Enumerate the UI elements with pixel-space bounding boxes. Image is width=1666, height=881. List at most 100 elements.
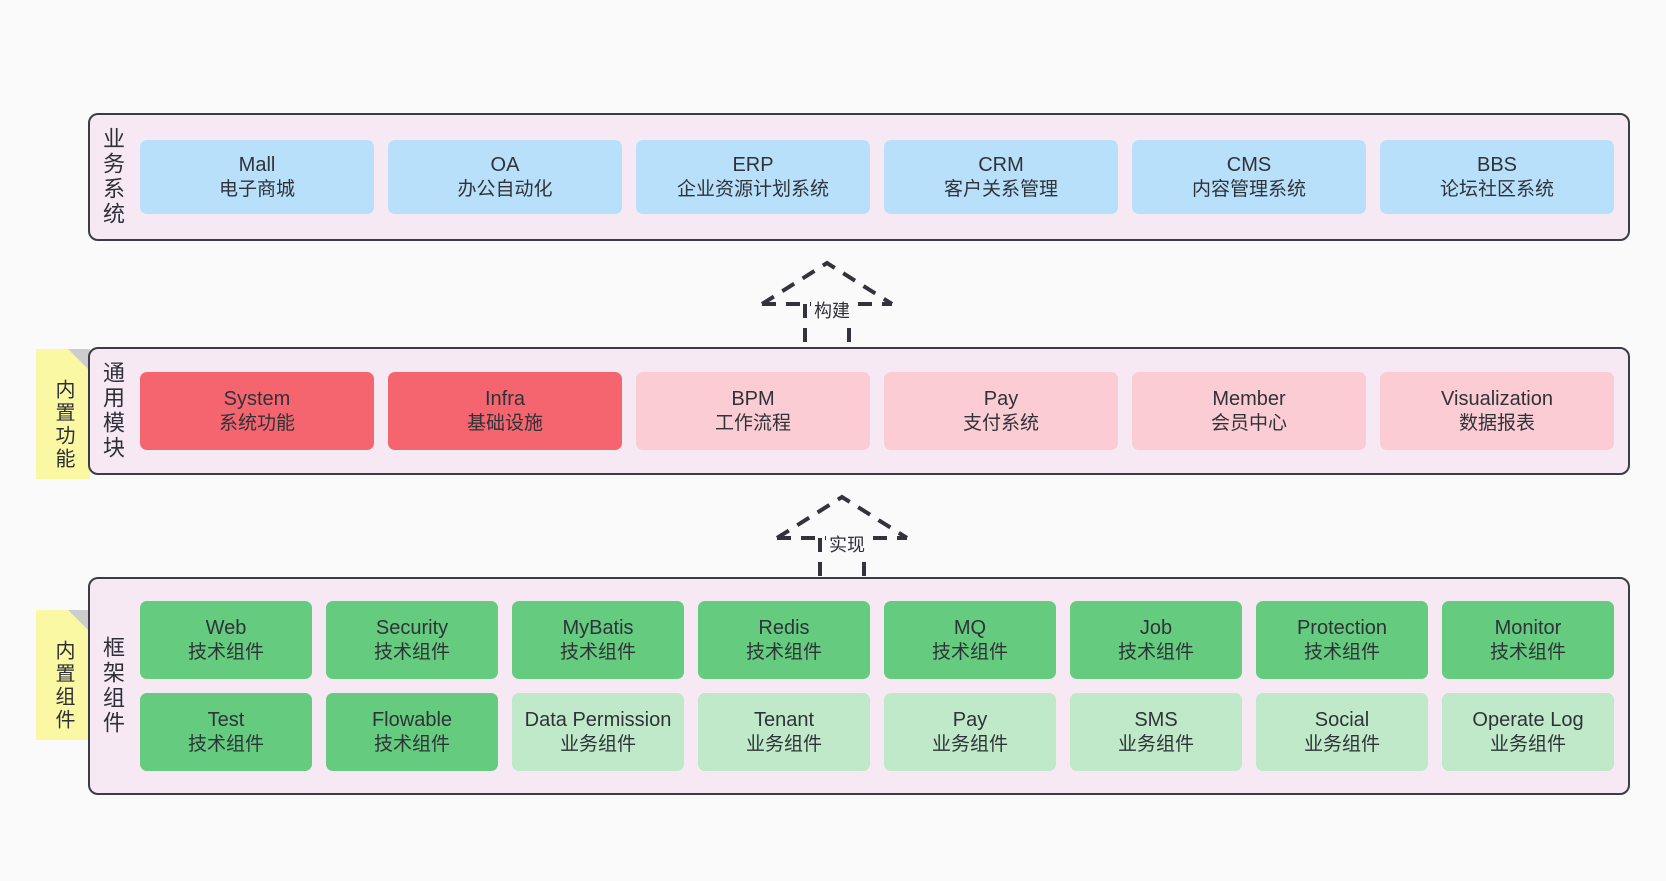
- layer-title-common-modules: 通用模块: [100, 361, 125, 461]
- node-test[interactable]: Test 技术组件: [140, 693, 312, 771]
- node-title: Operate Log: [1472, 708, 1584, 731]
- connector-implement-arrow-icon: 实现: [772, 492, 922, 582]
- connector-build-label: 构建: [811, 296, 853, 324]
- node-title: CMS: [1226, 153, 1272, 176]
- node-redis[interactable]: Redis 技术组件: [698, 601, 870, 679]
- note-text: 内置组件: [52, 640, 74, 732]
- node-title: ERP: [732, 153, 774, 176]
- node-bpm[interactable]: BPM 工作流程: [636, 372, 870, 450]
- node-subtitle: 数据报表: [1458, 412, 1535, 434]
- node-subtitle: 技术组件: [559, 641, 636, 663]
- node-subtitle: 支付系统: [962, 412, 1039, 434]
- node-cms[interactable]: CMS 内容管理系统: [1132, 140, 1366, 214]
- node-subtitle: 技术组件: [1303, 641, 1380, 663]
- node-sms[interactable]: SMS 业务组件: [1070, 693, 1242, 771]
- node-social[interactable]: Social 业务组件: [1256, 693, 1428, 771]
- node-title: Redis: [758, 616, 810, 639]
- node-protection[interactable]: Protection 技术组件: [1256, 601, 1428, 679]
- node-title: Mall: [238, 153, 276, 176]
- node-rows: Web 技术组件 Security 技术组件 MyBatis 技术组件 Redi…: [140, 601, 1614, 771]
- node-subtitle: 客户关系管理: [943, 178, 1058, 200]
- layer-body-framework-components: Web 技术组件 Security 技术组件 MyBatis 技术组件 Redi…: [134, 579, 1628, 793]
- node-subtitle: 基础设施: [466, 412, 543, 434]
- node-job[interactable]: Job 技术组件: [1070, 601, 1242, 679]
- layer-title-framework-components: 框架组件: [100, 636, 125, 736]
- node-subtitle: 业务组件: [1303, 733, 1380, 755]
- node-monitor[interactable]: Monitor 技术组件: [1442, 601, 1614, 679]
- node-tenant[interactable]: Tenant 业务组件: [698, 693, 870, 771]
- node-subtitle: 企业资源计划系统: [676, 178, 829, 200]
- node-mq[interactable]: MQ 技术组件: [884, 601, 1056, 679]
- node-erp[interactable]: ERP 企业资源计划系统: [636, 140, 870, 214]
- node-data-permission[interactable]: Data Permission 业务组件: [512, 693, 684, 771]
- node-subtitle: 业务组件: [931, 733, 1008, 755]
- node-subtitle: 业务组件: [1117, 733, 1194, 755]
- layer-business-systems: 业务系统 Mall 电子商城 OA 办公自动化 ERP 企业资源计划系统 CRM…: [88, 113, 1630, 241]
- connector-build-arrow-icon: 构建: [757, 258, 907, 348]
- node-pay-module[interactable]: Pay 支付系统: [884, 372, 1118, 450]
- node-subtitle: 技术组件: [1117, 641, 1194, 663]
- node-title: Test: [207, 708, 245, 731]
- node-subtitle: 技术组件: [373, 641, 450, 663]
- node-subtitle: 技术组件: [373, 733, 450, 755]
- node-crm[interactable]: CRM 客户关系管理: [884, 140, 1118, 214]
- layer-body-common-modules: System 系统功能 Infra 基础设施 BPM 工作流程 Pay 支付系统…: [134, 349, 1628, 473]
- node-title: Visualization: [1441, 387, 1553, 410]
- node-title: Flowable: [371, 708, 453, 731]
- node-title: Social: [1314, 708, 1370, 731]
- node-title: System: [223, 387, 291, 410]
- node-subtitle: 技术组件: [187, 641, 264, 663]
- node-security[interactable]: Security 技术组件: [326, 601, 498, 679]
- node-row: Mall 电子商城 OA 办公自动化 ERP 企业资源计划系统 CRM 客户关系…: [140, 140, 1614, 214]
- node-row: Web 技术组件 Security 技术组件 MyBatis 技术组件 Redi…: [140, 601, 1614, 679]
- node-row: Test 技术组件 Flowable 技术组件 Data Permission …: [140, 693, 1614, 771]
- node-title: CRM: [978, 153, 1024, 176]
- node-infra[interactable]: Infra 基础设施: [388, 372, 622, 450]
- node-mall[interactable]: Mall 电子商城: [140, 140, 374, 214]
- node-system[interactable]: System 系统功能: [140, 372, 374, 450]
- node-mybatis[interactable]: MyBatis 技术组件: [512, 601, 684, 679]
- node-subtitle: 内容管理系统: [1191, 178, 1306, 200]
- node-title: SMS: [1134, 708, 1178, 731]
- node-title: Data Permission: [524, 708, 672, 731]
- node-row: System 系统功能 Infra 基础设施 BPM 工作流程 Pay 支付系统…: [140, 372, 1614, 450]
- layer-title-business-systems: 业务系统: [100, 127, 125, 227]
- node-title: Security: [375, 616, 449, 639]
- layer-body-business-systems: Mall 电子商城 OA 办公自动化 ERP 企业资源计划系统 CRM 客户关系…: [134, 115, 1628, 239]
- node-subtitle: 系统功能: [218, 412, 295, 434]
- node-subtitle: 工作流程: [714, 412, 791, 434]
- node-bbs[interactable]: BBS 论坛社区系统: [1380, 140, 1614, 214]
- node-subtitle: 技术组件: [1489, 641, 1566, 663]
- node-subtitle: 业务组件: [559, 733, 636, 755]
- node-subtitle: 电子商城: [218, 178, 295, 200]
- node-title: BBS: [1476, 153, 1518, 176]
- note-builtin-components: 内置组件: [36, 610, 90, 740]
- node-visualization[interactable]: Visualization 数据报表: [1380, 372, 1614, 450]
- node-title: BPM: [731, 387, 775, 410]
- node-subtitle: 办公自动化: [457, 178, 553, 200]
- node-subtitle: 论坛社区系统: [1439, 178, 1554, 200]
- node-title: MyBatis: [562, 616, 634, 639]
- node-flowable[interactable]: Flowable 技术组件: [326, 693, 498, 771]
- node-oa[interactable]: OA 办公自动化: [388, 140, 622, 214]
- node-title: Web: [205, 616, 247, 639]
- node-subtitle: 业务组件: [745, 733, 822, 755]
- node-title: Infra: [484, 387, 526, 410]
- node-subtitle: 技术组件: [931, 641, 1008, 663]
- layer-framework-components: 框架组件 Web 技术组件 Security 技术组件 MyBatis 技术组件: [88, 577, 1630, 795]
- node-title: Job: [1139, 616, 1173, 639]
- note-text: 内置功能: [52, 379, 74, 471]
- node-operate-log[interactable]: Operate Log 业务组件: [1442, 693, 1614, 771]
- node-title: Pay: [952, 708, 988, 731]
- connector-implement-label: 实现: [826, 530, 868, 558]
- node-subtitle: 业务组件: [1489, 733, 1566, 755]
- node-pay-component[interactable]: Pay 业务组件: [884, 693, 1056, 771]
- node-member[interactable]: Member 会员中心: [1132, 372, 1366, 450]
- node-title: Pay: [983, 387, 1019, 410]
- node-web[interactable]: Web 技术组件: [140, 601, 312, 679]
- node-subtitle: 技术组件: [187, 733, 264, 755]
- node-title: Protection: [1296, 616, 1388, 639]
- node-title: Monitor: [1494, 616, 1562, 639]
- node-title: Tenant: [753, 708, 815, 731]
